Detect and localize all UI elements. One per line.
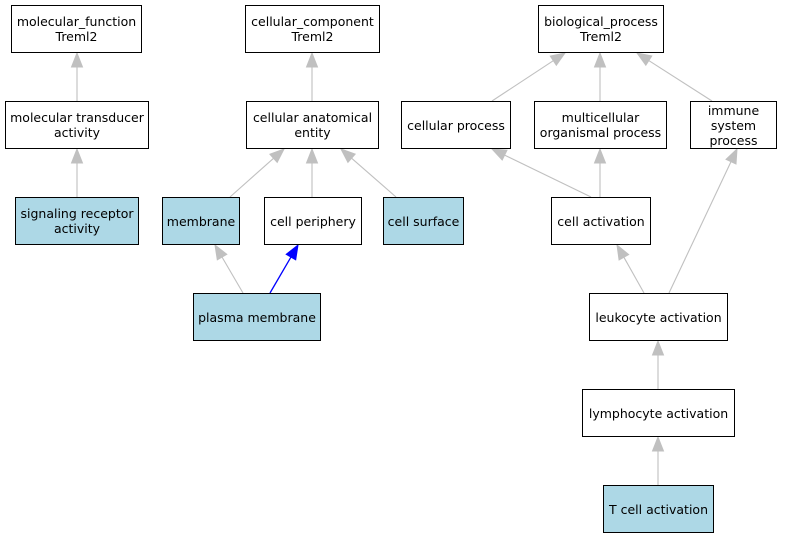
edge-arrowhead: [593, 51, 607, 68]
edge-arrowhead: [305, 147, 319, 164]
edge-signaling_receptor-to-mol_transducer: [70, 147, 84, 197]
node-membrane[interactable]: membrane: [162, 197, 240, 245]
edge-cell_anat_entity-to-cc_root: [305, 51, 319, 101]
edge-arrowhead: [70, 147, 84, 164]
node-multicellular-organismal-process[interactable]: multicellular organismal process: [534, 101, 667, 149]
edge-line: [648, 60, 713, 102]
edge-arrowhead: [490, 148, 508, 161]
node-t-cell-activation[interactable]: T cell activation: [603, 485, 714, 533]
node-molecular-transducer-activity[interactable]: molecular transducer activity: [5, 101, 149, 149]
node-biological-process-root[interactable]: biological_process Treml2: [538, 5, 664, 53]
edge-line: [351, 157, 397, 198]
edge-plasma_membrane-to-membrane: [214, 243, 244, 294]
edge-arrowhead: [339, 148, 357, 164]
node-cell-activation[interactable]: cell activation: [551, 197, 651, 245]
node-cellular-component-root[interactable]: cellular_component Treml2: [245, 5, 380, 53]
edge-leukocyte_activation-to-immune_system: [668, 147, 738, 294]
edge-cell_surface-to-cell_anat_entity: [339, 148, 397, 198]
edge-line: [221, 256, 244, 294]
node-cell-periphery[interactable]: cell periphery: [264, 197, 362, 245]
edge-line: [269, 256, 292, 294]
edge-cell_periphery-to-cell_anat_entity: [305, 147, 319, 197]
edge-arrowhead: [651, 339, 665, 356]
edge-cell_activation-to-cellular_process: [490, 148, 592, 198]
edge-arrowhead: [616, 243, 630, 261]
edge-cellular_process-to-bp_root: [491, 52, 567, 102]
edge-arrowhead: [70, 51, 84, 68]
edge-arrowhead: [725, 147, 738, 165]
edge-membrane-to-cell_anat_entity: [229, 148, 286, 198]
edge-cell_activation-to-multicellular: [593, 147, 607, 197]
edge-t_cell_activation-to-lymphocyte_activation: [651, 435, 665, 485]
edge-lymphocyte_activation-to-leukocyte_activation: [651, 339, 665, 389]
edge-line: [491, 60, 554, 102]
edge-arrowhead: [549, 52, 567, 67]
edge-arrowhead: [269, 148, 286, 164]
edge-line: [668, 161, 732, 294]
node-signaling-receptor-activity[interactable]: signaling receptor activity: [15, 197, 139, 245]
edge-arrowhead: [635, 52, 653, 67]
node-lymphocyte-activation[interactable]: lymphocyte activation: [582, 389, 735, 437]
node-plasma-membrane[interactable]: plasma membrane: [193, 293, 321, 341]
node-cellular-process[interactable]: cellular process: [401, 101, 511, 149]
edge-leukocyte_activation-to-cell_activation: [616, 243, 645, 294]
edge-arrowhead: [593, 147, 607, 164]
node-leukocyte-activation[interactable]: leukocyte activation: [589, 293, 728, 341]
edge-line: [504, 154, 592, 198]
edge-arrowhead: [214, 243, 228, 261]
node-immune-system-process[interactable]: immune system process: [690, 101, 777, 149]
edge-line: [229, 157, 274, 198]
edge-arrowhead: [651, 435, 665, 452]
edge-plasma_membrane-to-cell_periphery: [269, 243, 299, 294]
edge-multicellular-to-bp_root: [593, 51, 607, 101]
edge-arrowhead: [285, 243, 299, 261]
edge-line: [623, 256, 645, 294]
edge-arrowhead: [305, 51, 319, 68]
edge-mol_transducer-to-mf_root: [70, 51, 84, 101]
node-molecular-function-root[interactable]: molecular_function Treml2: [11, 5, 142, 53]
edge-immune_system-to-bp_root: [635, 52, 713, 102]
node-cell-surface[interactable]: cell surface: [383, 197, 464, 245]
node-cellular-anatomical-entity[interactable]: cellular anatomical entity: [246, 101, 379, 149]
